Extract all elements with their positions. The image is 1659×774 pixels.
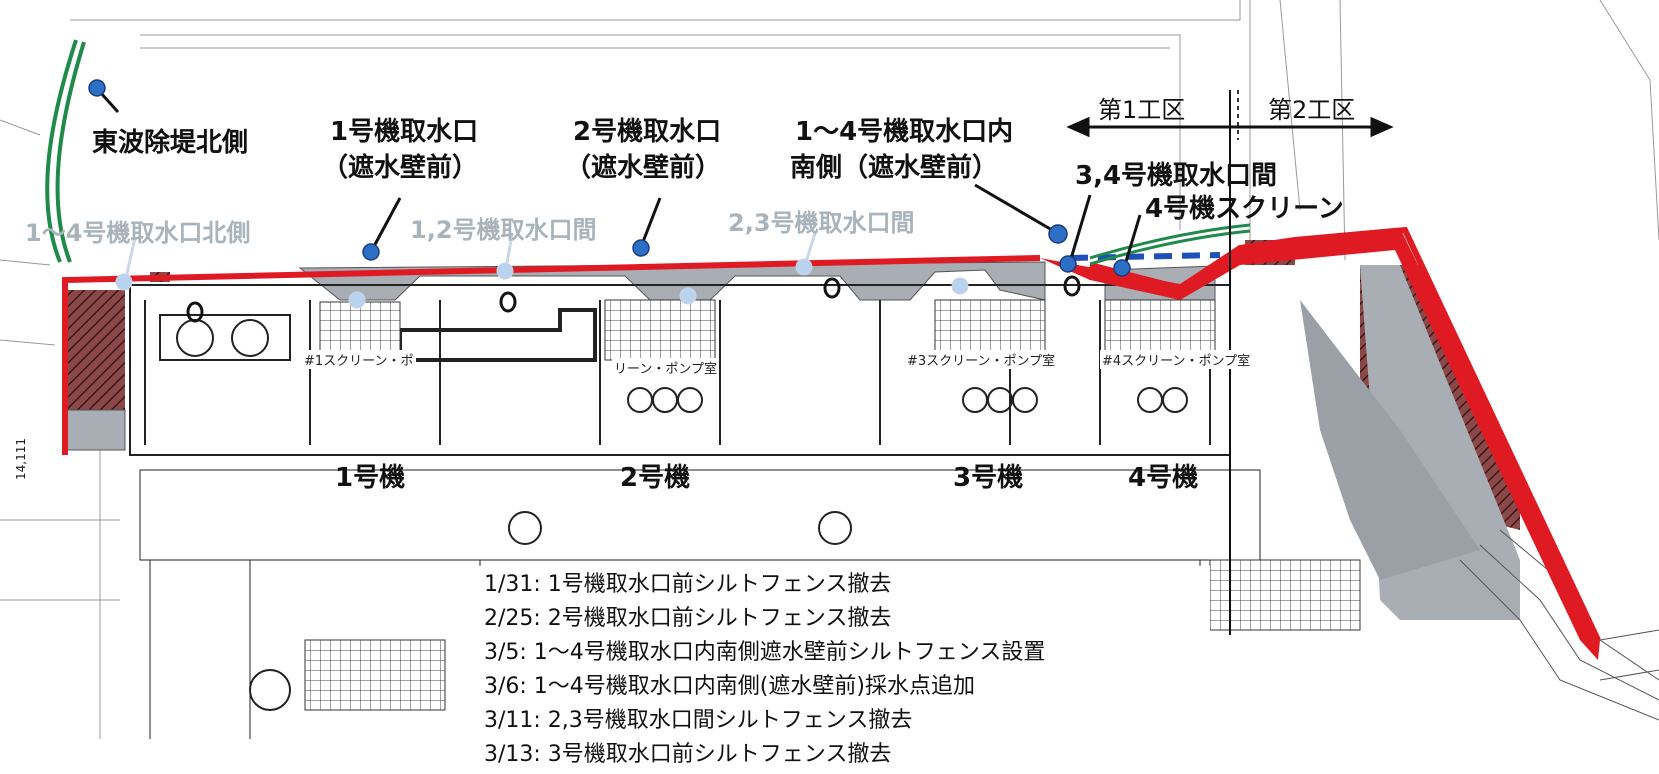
label-east-breakwater-north: 東波除堤北側	[92, 128, 249, 158]
hatched-structures	[65, 240, 1520, 530]
label-room2: リーン・ポンプ室	[612, 358, 719, 377]
label-unit2-intake-l1: 2号機取水口	[573, 117, 722, 147]
leader-lines	[98, 90, 1142, 266]
label-12-between: 1,2号機取水口間	[410, 216, 597, 244]
sampling-point-unit4-screen	[1113, 259, 1131, 277]
note-line: 3/5: 1～4号機取水口内南側遮水壁前シルトフェンス設置	[484, 640, 1046, 665]
sampling-point-east-breakwater	[88, 79, 106, 97]
sampling-points	[88, 79, 1131, 277]
unit4-silt-fence-green	[1089, 223, 1251, 260]
label-zone1: 第1工区	[1098, 96, 1186, 124]
pump-units	[249, 387, 1188, 711]
label-unit2: 2号機	[620, 463, 691, 493]
label-inner-south-l2: 南側（遮水壁前）	[790, 153, 999, 183]
unit4-silt-fence-blue	[1069, 252, 1221, 261]
label-inner-south-l1: 1～4号機取水口内	[795, 117, 1014, 147]
impermeable-wall-band	[1040, 228, 1600, 660]
label-unit3: 3号機	[953, 463, 1024, 493]
sampling-point-23-between	[795, 258, 813, 276]
sampling-points-faded	[115, 258, 969, 309]
label-room3: #3スクリーン・ポンプ室	[905, 350, 1058, 369]
sampling-point-unit2-front	[632, 239, 650, 257]
label-unit4: 4号機	[1128, 463, 1199, 493]
note-line: 3/11: 2,3号機取水口間シルトフェンス撤去	[484, 708, 913, 733]
sampling-point-12-between	[496, 262, 514, 280]
sampling-point-34-between	[1059, 255, 1077, 273]
label-unit1-intake-l1: 1号機取水口	[330, 117, 479, 147]
sampling-point-north-side	[115, 273, 133, 291]
label-unit1-intake-l2: （遮水壁前）	[322, 153, 479, 183]
event-notes: 1/31: 1号機取水口前シルトフェンス撤去 2/25: 2号機取水口前シルトフ…	[478, 566, 1210, 774]
north-silt-fence	[45, 39, 86, 263]
note-line: 1/31: 1号機取水口前シルトフェンス撤去	[484, 572, 892, 597]
note-line: 3/13: 3号機取水口前シルトフェンス撤去	[484, 742, 892, 767]
site-map	[0, 0, 1659, 739]
sampling-point-unit1-front	[362, 243, 380, 261]
label-23-between: 2,3号機取水口間	[728, 209, 915, 237]
label-room4: #4スクリーン・ポンプ室	[1100, 350, 1253, 369]
intake-o-markers	[186, 275, 1081, 323]
unit4-silt-fence-green2	[1089, 229, 1251, 266]
zone-arrow	[1066, 116, 1394, 138]
label-zone2: 第2工区	[1268, 96, 1356, 124]
sampling-point-inner-south	[1048, 224, 1068, 244]
background-drawing	[0, 0, 1659, 739]
label-room1: #1スクリーン・ポ	[302, 350, 416, 369]
leader-lines-faded	[124, 232, 817, 279]
label-unit1: 1号機	[335, 463, 406, 493]
note-line: 3/6: 1～4号機取水口内南側(遮水壁前)採水点追加	[484, 674, 975, 699]
label-unit2-intake-l2: （遮水壁前）	[565, 153, 722, 183]
label-intake-north-side: 1～4号機取水口北側	[25, 219, 251, 247]
label-unit4-screen: 4号機スクリーン	[1145, 194, 1344, 224]
label-side-dimension: 14,111	[14, 438, 28, 480]
label-34-between: 3,4号機取水口間	[1075, 161, 1278, 191]
note-line: 2/25: 2号機取水口前シルトフェンス撤去	[484, 606, 892, 631]
